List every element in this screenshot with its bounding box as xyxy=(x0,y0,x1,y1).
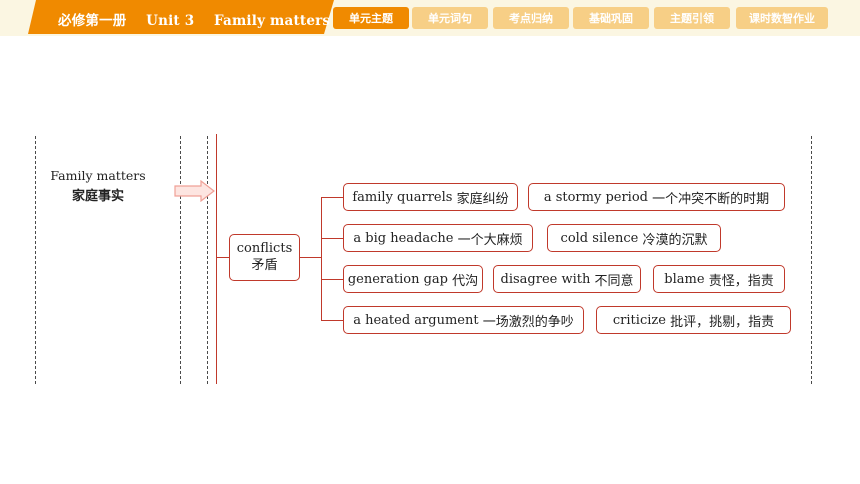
term-node: blame 责怪，指责 xyxy=(653,265,785,293)
center-node-english: conflicts xyxy=(236,241,293,256)
connector xyxy=(321,197,323,321)
term-chinese: 不同意 xyxy=(594,273,634,289)
center-node-chinese: 矛盾 xyxy=(251,258,278,273)
connector xyxy=(321,197,343,199)
tab-homework[interactable]: 课时数智作业 xyxy=(736,7,828,29)
root-topic-chinese: 家庭事实 xyxy=(71,189,124,204)
term-english: family quarrels xyxy=(352,189,453,205)
term-english: a big headache xyxy=(353,230,454,246)
term-english: generation gap xyxy=(347,271,448,287)
term-english: a heated argument xyxy=(353,312,479,328)
course-title-tab xyxy=(28,0,334,34)
tab-key-points[interactable]: 考点归纳 xyxy=(493,7,569,29)
term-node: generation gap 代沟 xyxy=(343,265,483,293)
term-node: a heated argument 一场激烈的争吵 xyxy=(343,306,584,334)
arrow-right-icon xyxy=(174,180,215,202)
term-chinese: 一个大麻烦 xyxy=(457,232,523,248)
term-english: blame xyxy=(664,271,705,287)
term-chinese: 一场激烈的争吵 xyxy=(482,314,574,330)
connector xyxy=(321,238,343,240)
term-chinese: 冷漠的沉默 xyxy=(642,232,708,248)
tab-unit-vocabulary[interactable]: 单元词句 xyxy=(412,7,488,29)
term-chinese: 一个冲突不断的时期 xyxy=(652,191,770,207)
term-node: disagree with 不同意 xyxy=(493,265,641,293)
tab-theme-guide[interactable]: 主题引领 xyxy=(654,7,730,29)
tab-basic-practice[interactable]: 基础巩固 xyxy=(573,7,649,29)
term-chinese: 批评，挑剔，指责 xyxy=(670,314,775,330)
course-title: 必修第一册 Unit 3 Family matters xyxy=(58,13,331,29)
connector xyxy=(216,257,229,259)
term-node: family quarrels 家庭纠纷 xyxy=(343,183,518,211)
center-node-conflicts: conflicts 矛盾 xyxy=(229,234,300,281)
term-english: disagree with xyxy=(500,271,591,287)
connector xyxy=(321,279,343,281)
term-node: cold silence 冷漠的沉默 xyxy=(547,224,721,252)
top-bar: 必修第一册 Unit 3 Family matters 单元主题 单元词句 考点… xyxy=(0,0,860,36)
term-node: criticize 批评，挑剔，指责 xyxy=(596,306,791,334)
term-node: a stormy period 一个冲突不断的时期 xyxy=(528,183,785,211)
term-chinese: 代沟 xyxy=(452,273,479,289)
dashed-divider xyxy=(811,136,812,384)
term-english: a stormy period xyxy=(543,189,648,205)
connector xyxy=(321,320,343,322)
tab-unit-theme[interactable]: 单元主题 xyxy=(333,7,409,29)
dashed-divider xyxy=(180,136,181,384)
connector xyxy=(300,257,322,259)
main-branch-line xyxy=(216,134,217,384)
dashed-divider xyxy=(207,136,208,384)
term-english: criticize xyxy=(612,312,666,328)
term-chinese: 家庭纠纷 xyxy=(456,191,509,207)
dashed-divider xyxy=(35,136,36,384)
term-english: cold silence xyxy=(560,230,639,246)
term-chinese: 责怪，指责 xyxy=(708,273,774,289)
root-topic-english: Family matters xyxy=(50,168,146,183)
term-node: a big headache 一个大麻烦 xyxy=(343,224,533,252)
